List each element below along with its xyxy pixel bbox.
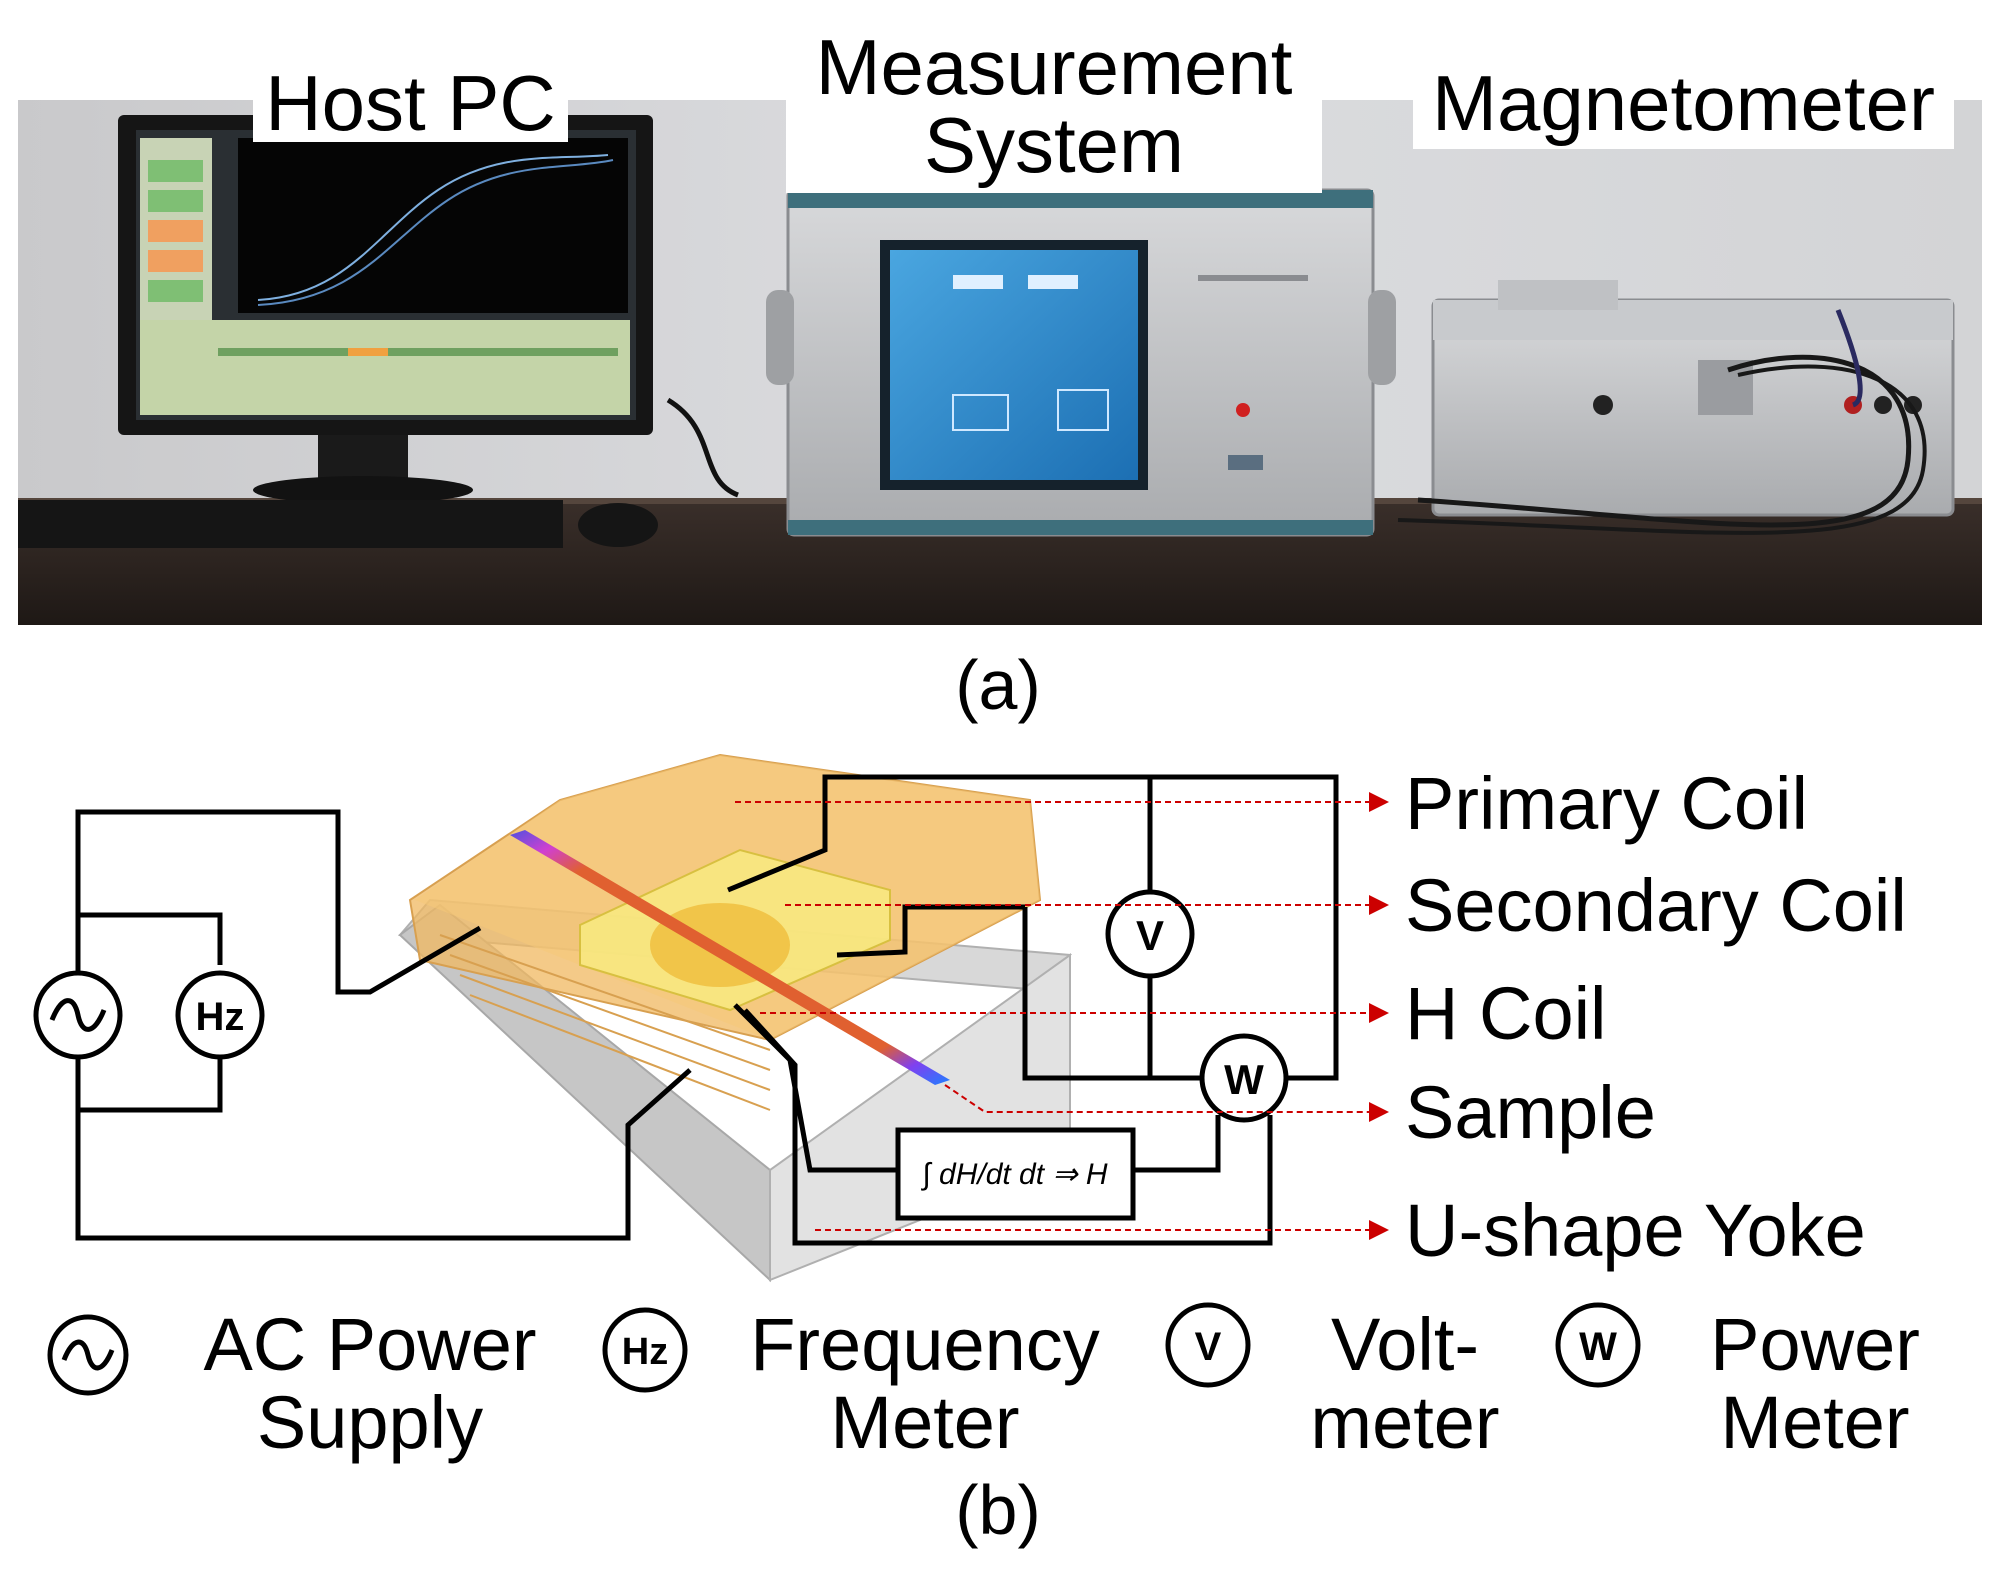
legend-v-icon: V xyxy=(1165,1302,1251,1388)
host-pc xyxy=(118,115,653,504)
sample xyxy=(510,830,950,1085)
measurement-system xyxy=(766,188,1396,537)
caption-b: (b) xyxy=(955,1471,1041,1549)
legend-v-text: V xyxy=(1195,1325,1222,1369)
legend-frequency-meter: Frequency Meter xyxy=(720,1306,1130,1461)
mouse xyxy=(578,503,658,547)
legend-hz-icon: Hz xyxy=(602,1307,688,1393)
legend-ac-power-supply: AC Power Supply xyxy=(170,1306,570,1461)
integrator-formula: ∫ dH/dt dt ⇒ H xyxy=(920,1158,1107,1191)
callout-secondary-coil: Secondary Coil xyxy=(1405,864,1907,947)
legend-w-text: W xyxy=(1579,1325,1617,1369)
legend-volt-line1: Volt- xyxy=(1330,1303,1480,1386)
magnetometer-label: Magnetometer xyxy=(1413,64,1954,149)
legend-freq-line1: Frequency xyxy=(750,1303,1100,1386)
callout-arrows xyxy=(735,792,1389,1240)
measurement-system-label: Measurement System xyxy=(786,28,1322,193)
legend-power-line1: Power xyxy=(1710,1303,1920,1386)
frequency-meter-symbol: Hz xyxy=(175,970,265,1060)
v-symbol-text: V xyxy=(1136,912,1164,959)
legend-voltmeter: Volt- meter xyxy=(1290,1306,1520,1461)
callout-sample: Sample xyxy=(1405,1071,1656,1154)
callout-primary-coil: Primary Coil xyxy=(1405,762,1808,845)
measurement-label-line2: System xyxy=(923,101,1185,189)
legend-ac-line1: AC Power xyxy=(203,1303,537,1386)
ac-symbol xyxy=(33,970,123,1060)
legend-w-icon: W xyxy=(1555,1302,1641,1388)
circuit-wires xyxy=(75,774,1339,1246)
legend-ac-icon xyxy=(47,1314,129,1396)
hz-symbol-text: Hz xyxy=(196,995,245,1039)
legend-symbols: Hz V W xyxy=(47,1302,1641,1396)
legend-freq-line2: Meter xyxy=(830,1380,1020,1464)
voltmeter-symbol: V xyxy=(1105,889,1195,979)
circuit-diagram: ∫ dH/dt dt ⇒ H Hz V W xyxy=(33,753,1389,1283)
callout-h-coil: H Coil xyxy=(1405,972,1607,1055)
caption-a: (a) xyxy=(955,646,1041,724)
legend-power-meter: Power Meter xyxy=(1680,1306,1950,1461)
power-meter-symbol: W xyxy=(1199,1033,1289,1123)
integrator-box: ∫ dH/dt dt ⇒ H xyxy=(895,1127,1136,1221)
host-pc-label: Host PC xyxy=(253,64,568,142)
callout-u-shape-yoke: U-shape Yoke xyxy=(1405,1189,1866,1272)
keyboard xyxy=(18,500,563,548)
magnetometer xyxy=(1397,280,1955,535)
legend-ac-line2: Supply xyxy=(256,1380,484,1464)
legend-power-line2: Meter xyxy=(1720,1380,1910,1464)
legend-volt-line2: meter xyxy=(1310,1380,1500,1464)
legend-hz-text: Hz xyxy=(622,1331,668,1373)
w-symbol-text: W xyxy=(1224,1056,1264,1103)
measurement-label-line1: Measurement xyxy=(815,23,1293,111)
